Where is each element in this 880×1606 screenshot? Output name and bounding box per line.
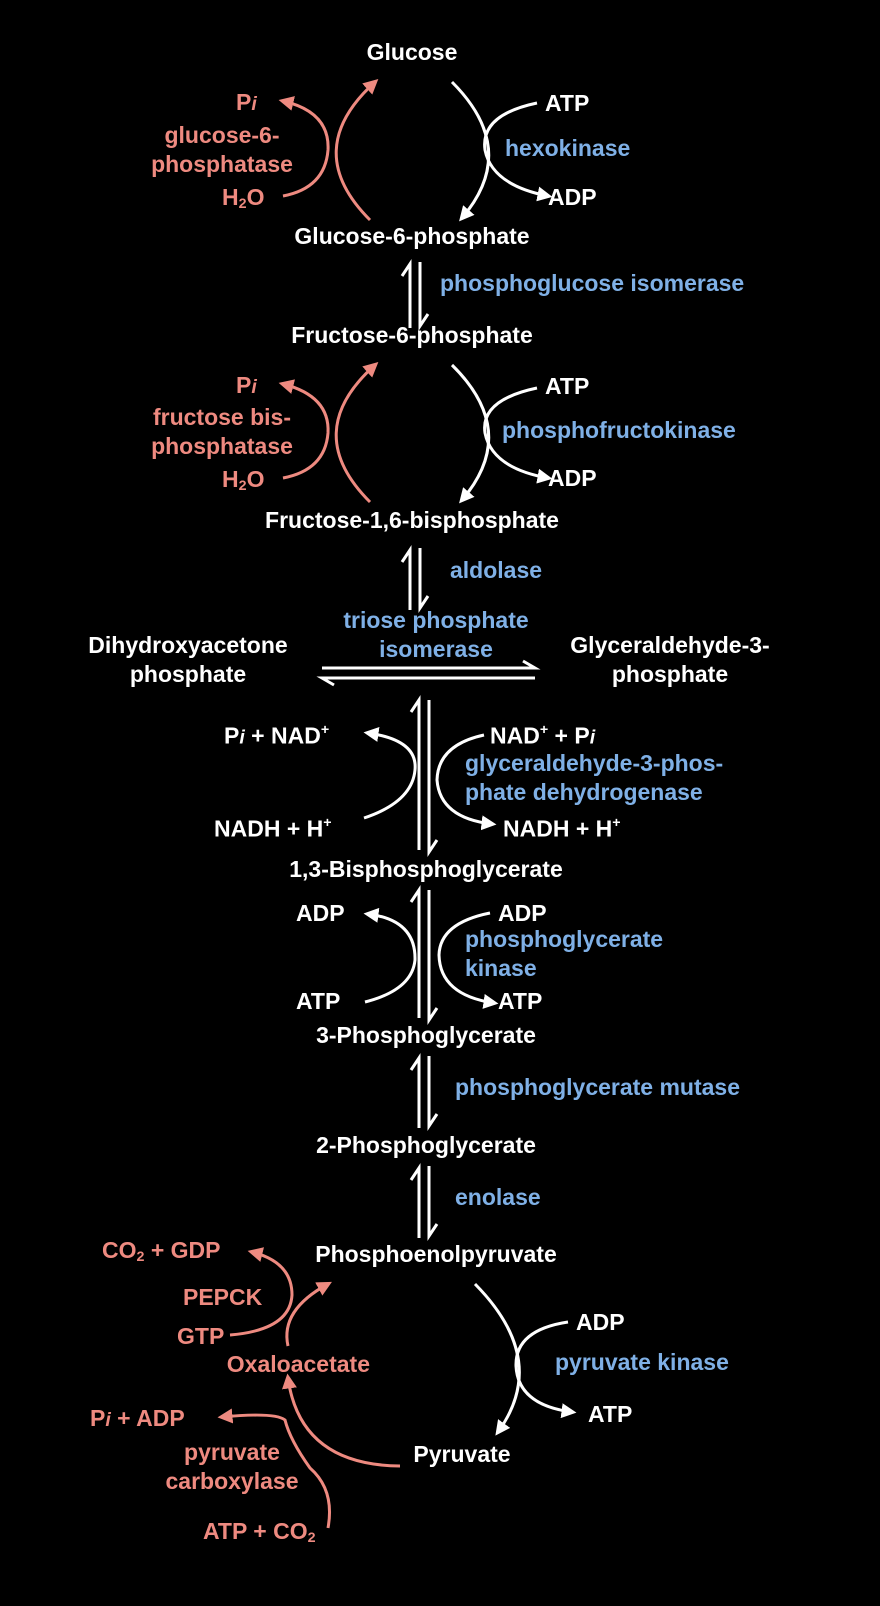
- phosphoglycerate-mutase-arrows: [409, 1053, 439, 1131]
- gapdh-reverse-products: Pi + NAD+: [224, 722, 330, 749]
- hexokinase-adp: ADP: [548, 184, 597, 210]
- glucose-6-phosphatase-reaction-arrows: [278, 78, 379, 222]
- pyruvate-kinase-atp: ATP: [588, 1401, 633, 1427]
- metabolite-glucose-6-phosphate: Glucose-6-phosphate: [294, 223, 530, 249]
- pepck-products: CO2 + GDP: [102, 1237, 221, 1266]
- fbpase-line1: fructose bis-: [152, 404, 292, 430]
- enzyme-phosphoglycerate-mutase: phosphoglycerate mutase: [455, 1074, 741, 1100]
- pyruvate-carboxylase-arrows: [217, 1373, 401, 1529]
- gapdh-line2: phate dehydrogenase: [465, 779, 703, 805]
- hexokinase-reaction-arrows: [450, 80, 553, 222]
- hexokinase-atp: ATP: [545, 90, 590, 116]
- enzyme-enolase: enolase: [455, 1184, 541, 1210]
- g6pase-line2: phosphatase: [151, 151, 293, 177]
- triose-phosphate-isomerase-arrows: [316, 659, 541, 687]
- metabolite-oxaloacetate: Oxaloacetate: [226, 1351, 370, 1377]
- enzyme-pyruvate-kinase: pyruvate kinase: [555, 1349, 729, 1375]
- enzyme-triose-phosphate-isomerase: triose phosphate isomerase: [343, 606, 528, 664]
- tpi-line1: triose phosphate: [343, 607, 529, 633]
- aldolase-arrows: [400, 545, 430, 613]
- pyruvate-kinase-arrows: [473, 1282, 577, 1436]
- metabolite-dihydroxyacetone-phosphate: Dihydroxyacetone phosphate: [88, 631, 287, 689]
- pyruvate-kinase-adp: ADP: [576, 1309, 625, 1335]
- enzyme-phosphoglucose-isomerase: phosphoglucose isomerase: [440, 270, 745, 296]
- enzyme-fructose-bisphosphatase: fructose bis- phosphatase: [151, 403, 293, 461]
- phosphoglucose-isomerase-arrows: [400, 259, 430, 331]
- g6pase-substrate-water: H2O: [222, 184, 265, 213]
- metabolite-1-3-bisphosphoglycerate: 1,3-Bisphosphoglycerate: [289, 856, 563, 882]
- metabolite-glucose: Glucose: [366, 39, 458, 65]
- enolase-arrows: [409, 1163, 439, 1241]
- gapdh-line1: glyceraldehyde-3-phos-: [465, 750, 724, 776]
- g3p-line2: phosphate: [611, 661, 729, 687]
- metabolite-fructose-1-6-bisphosphate: Fructose-1,6-bisphosphate: [265, 507, 559, 533]
- metabolite-fructose-6-phosphate: Fructose-6-phosphate: [291, 322, 533, 348]
- fbpase-product-pi: Pi: [236, 372, 257, 398]
- enzyme-pepck: PEPCK: [183, 1284, 263, 1310]
- g3p-line1: Glyceraldehyde-3-: [570, 632, 770, 658]
- metabolite-pyruvate: Pyruvate: [413, 1441, 511, 1467]
- enzyme-glucose-6-phosphatase: glucose-6- phosphatase: [151, 121, 293, 179]
- pfk-adp: ADP: [548, 465, 597, 491]
- gapdh-reverse-substrates: NADH + H+: [214, 815, 332, 842]
- g6pase-line1: glucose-6-: [164, 122, 280, 148]
- pyruvate-carboxylase-substrates: ATP + CO2: [203, 1518, 316, 1547]
- pgk-line2: kinase: [465, 955, 537, 981]
- metabolite-3-phosphoglycerate: 3-Phosphoglycerate: [316, 1022, 536, 1048]
- pc-line1: pyruvate: [184, 1439, 280, 1465]
- pgk-reverse-adp: ADP: [296, 900, 345, 926]
- pepck-substrate-gtp: GTP: [177, 1323, 225, 1349]
- pgk-forward-atp: ATP: [498, 988, 543, 1014]
- enzyme-aldolase: aldolase: [450, 557, 543, 583]
- enzyme-glyceraldehyde-3-phosphate-dehydrogenase: glyceraldehyde-3-phos- phate dehydrogena…: [465, 749, 723, 807]
- g6pase-product-pi: Pi: [236, 89, 257, 115]
- pgk-line1: phosphoglycerate: [465, 926, 664, 952]
- enzyme-phosphofructokinase: phosphofructokinase: [502, 417, 736, 443]
- enzyme-hexokinase: hexokinase: [505, 135, 631, 161]
- metabolite-glyceraldehyde-3-phosphate: Glyceraldehyde-3- phosphate: [570, 631, 769, 689]
- fbpase-substrate-water: H2O: [222, 466, 265, 495]
- phosphofructokinase-reaction-arrows: [450, 363, 553, 504]
- dhap-line2: phosphate: [129, 661, 247, 687]
- pepck-arrows: [229, 1247, 332, 1347]
- enzyme-phosphoglycerate-kinase: phosphoglycerate kinase: [465, 925, 663, 983]
- fructose-bisphosphatase-reaction-arrows: [278, 362, 379, 504]
- gapdh-forward-substrates: NAD+ + Pi: [490, 722, 596, 749]
- fbpase-line2: phosphatase: [151, 433, 293, 459]
- enzyme-pyruvate-carboxylase: pyruvate carboxylase: [166, 1438, 299, 1496]
- gapdh-forward-products: NADH + H+: [503, 815, 621, 842]
- metabolite-2-phosphoglycerate: 2-Phosphoglycerate: [316, 1132, 536, 1158]
- phosphoglycerate-kinase-arrows: [363, 885, 499, 1025]
- tpi-line2: isomerase: [379, 636, 493, 662]
- metabolite-phosphoenolpyruvate: Phosphoenolpyruvate: [315, 1241, 557, 1267]
- pgk-forward-adp: ADP: [498, 900, 547, 926]
- gapdh-arrows: [363, 695, 497, 857]
- pgk-reverse-atp: ATP: [296, 988, 341, 1014]
- pyruvate-carboxylase-products: Pi + ADP: [90, 1405, 185, 1431]
- pfk-atp: ATP: [545, 373, 590, 399]
- dhap-line1: Dihydroxyacetone: [88, 632, 288, 658]
- pc-line2: carboxylase: [165, 1468, 299, 1494]
